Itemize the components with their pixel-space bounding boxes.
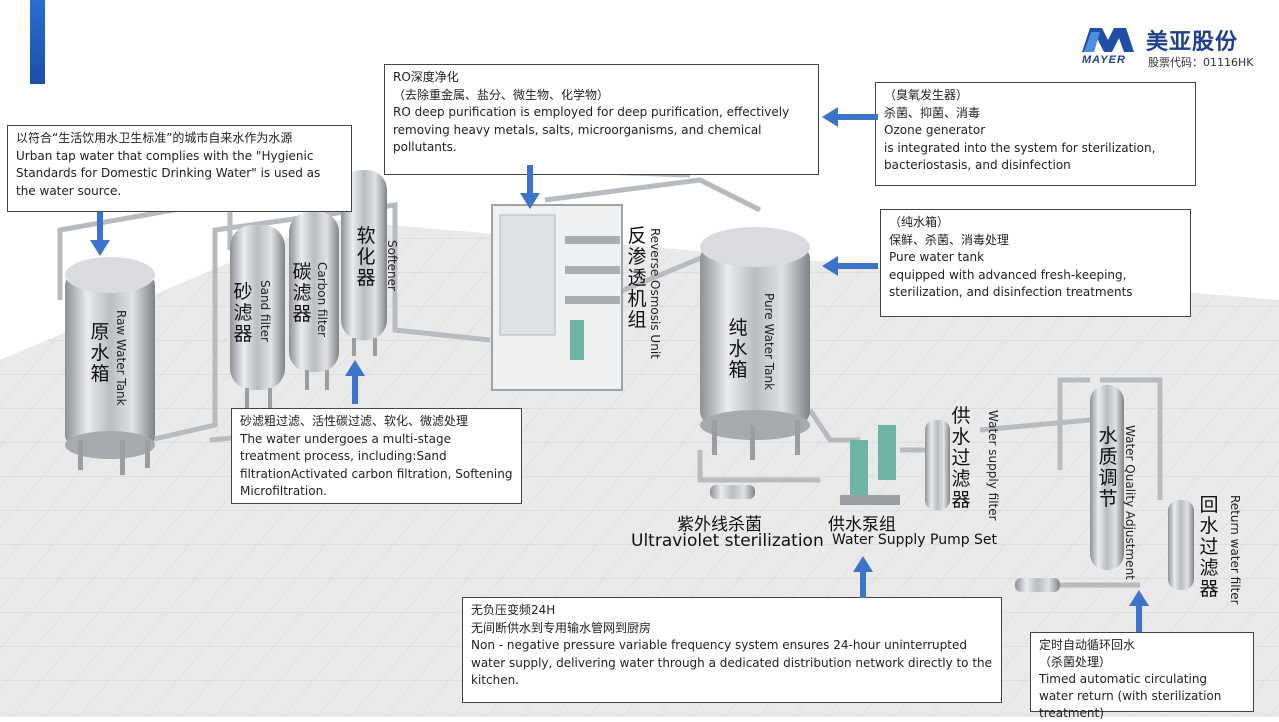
pure-water-tank-drawing (700, 227, 810, 460)
company-name: 美亚股份 (1146, 30, 1239, 55)
uv-label-en: Ultraviolet sterilization (631, 531, 824, 551)
arrow-up-return-icon (1129, 590, 1149, 632)
quality-label-en: Water Quality Adjustment (1123, 425, 1137, 580)
filtration-en: The water undergoes a multi-stage treatm… (240, 431, 513, 499)
pure-tank-desc-en: equipped with advanced fresh-keeping, st… (889, 267, 1133, 300)
sand-filter-label-en: Sand filter (258, 280, 272, 342)
supply-desc-en: Non - negative pressure variable frequen… (471, 638, 993, 687)
supply-filter-label-en: Water supply filter (986, 410, 1000, 521)
raw-water-tank-drawing (65, 257, 155, 475)
return-filter-drawing (1168, 500, 1194, 590)
ozone-title-cn: （臭氧发生器） (884, 88, 969, 102)
stock-code: 股票代码：01116HK (1148, 56, 1254, 69)
arrow-down-ro-icon (520, 165, 540, 209)
ro-unit-label-en: Reverse Osmosis Unit (648, 228, 662, 359)
water-source-cn: 以符合“生活饮用水卫生标准”的城市自来水作为水源 (16, 131, 293, 145)
pure-tank-label-cn: 纯水箱 (728, 317, 748, 381)
mayer-logo-icon (1082, 28, 1134, 52)
quality-label-cn: 水质调节 (1098, 425, 1118, 510)
title-accent-bar (30, 0, 45, 84)
ro-unit-label-cn: 反渗透机组 (627, 225, 647, 331)
logo-wordmark: MAYER (1082, 54, 1126, 66)
return-filter-label-en: Return water filter (1228, 495, 1242, 605)
sand-filter-label-cn: 砂滤器 (233, 281, 253, 345)
ro-callout: RO深度净化 （去除重金属、盐分、微生物、化学物） RO deep purifi… (384, 64, 819, 175)
arrow-left-ozone-icon (822, 107, 878, 127)
return-title-cn: 定时自动循环回水 (1039, 638, 1136, 652)
quality-column-drawing (1090, 385, 1124, 570)
ozone-desc-en: is integrated into the system for steril… (884, 140, 1156, 173)
carbon-filter-label-cn: 碳滤器 (292, 261, 312, 325)
supply-filter-drawing (925, 420, 950, 510)
pump-set-drawing (840, 425, 900, 505)
supply-filter-label-cn: 供水过滤器 (951, 405, 971, 511)
pure-tank-title-cn: （纯水箱） (889, 215, 950, 229)
supply-callout: 无负压变频24H 无间断供水到专用输水管网到厨房 Non - negative … (462, 597, 1002, 703)
water-source-callout: 以符合“生活饮用水卫生标准”的城市自来水作为水源 Urban tap water… (7, 125, 352, 212)
arrow-up-supply-icon (853, 556, 873, 598)
ro-subtitle-cn: （去除重金属、盐分、微生物、化学物） (393, 87, 610, 102)
softener-label-en: Softener (385, 240, 399, 291)
softener-label-cn: 软化器 (356, 225, 376, 289)
return-filter-label-cn: 回水过滤器 (1199, 494, 1219, 600)
brand-logo: MAYER 美亚股份 股票代码：01116HK (1080, 22, 1270, 69)
ozone-function-cn: 杀菌、抑菌、消毒 (884, 105, 981, 120)
arrow-down-water-source-icon (90, 212, 110, 256)
supply-title-cn: 无负压变频24H (471, 603, 556, 617)
raw-tank-label-cn: 原水箱 (90, 321, 110, 385)
water-source-en: Urban tap water that complies with the "… (16, 148, 321, 198)
filtration-cn: 砂滤粗过滤、活性碳过滤、软化、微滤处理 (240, 414, 469, 428)
ozone-callout: （臭氧发生器） 杀菌、抑菌、消毒 Ozone generator is inte… (875, 82, 1196, 186)
pure-tank-title-en: Pure water tank (889, 250, 985, 264)
pump-label-en: Water Supply Pump Set (832, 532, 998, 548)
pure-tank-function-cn: 保鲜、杀菌、消毒处理 (889, 232, 1010, 247)
arrow-left-pure-tank-icon (822, 256, 878, 276)
uv-label-cn: 紫外线杀菌 (677, 515, 762, 535)
pure-tank-callout: （纯水箱） 保鲜、杀菌、消毒处理 Pure water tank equippe… (880, 209, 1191, 317)
filtration-callout: 砂滤粗过滤、活性碳过滤、软化、微滤处理 The water undergoes … (231, 408, 522, 504)
ozone-title-en: Ozone generator (884, 123, 986, 137)
pure-tank-label-en: Pure Water Tank (762, 293, 776, 391)
ro-unit-drawing (491, 204, 623, 391)
filter-columns-drawing (230, 170, 387, 408)
carbon-filter-label-en: Carbon filter (315, 262, 329, 337)
ro-title-cn: RO深度净化 (393, 70, 459, 84)
pump-label-cn: 供水泵组 (828, 515, 896, 535)
ro-desc-en: RO deep purification is employed for dee… (393, 105, 790, 154)
return-desc-en: Timed automatic circulating water return… (1039, 672, 1222, 720)
raw-tank-label-en: Raw Water Tank (114, 310, 128, 406)
return-callout: 定时自动循环回水 （杀菌处理） Timed automatic circulat… (1030, 632, 1254, 720)
uv-sterilizer-drawing-2 (1015, 578, 1060, 592)
return-subtitle-cn: （杀菌处理） (1039, 655, 1112, 669)
uv-sterilizer-drawing (710, 485, 755, 499)
supply-subtitle-cn: 无间断供水到专用输水管网到厨房 (471, 620, 652, 635)
arrow-up-filtration-icon (345, 360, 365, 404)
